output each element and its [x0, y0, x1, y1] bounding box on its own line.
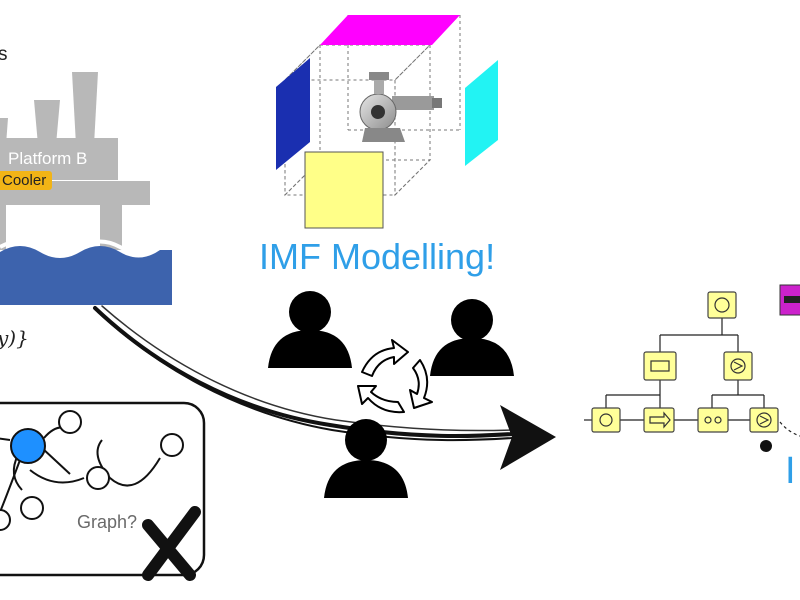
top-left-fragment-text: s	[0, 44, 8, 65]
platform-label: Platform B	[8, 149, 88, 168]
ocean-water	[0, 246, 172, 305]
imf-block	[643, 407, 675, 433]
offshore-platform-icon	[0, 72, 172, 305]
person-icon	[324, 419, 408, 498]
person-icon	[430, 299, 514, 376]
graph-question-label: Graph?	[77, 512, 138, 532]
imf-block	[707, 291, 737, 319]
platform-leg	[0, 205, 6, 250]
chimney-shape	[34, 100, 60, 145]
graph-node	[20, 496, 44, 520]
sketch-arrow-icon	[93, 305, 556, 470]
arrow-head	[500, 405, 556, 470]
chimney-shape	[72, 72, 98, 145]
graph-box	[0, 401, 206, 581]
imf-block	[723, 351, 753, 381]
imf-block	[591, 407, 621, 433]
cooler-badge: Cooler	[0, 171, 53, 190]
right-edge-fragment: I	[785, 450, 796, 492]
formula-fragment: y)}	[0, 326, 29, 350]
centrifugal-pump-icon	[359, 72, 442, 142]
imf-block-diagram	[584, 284, 800, 452]
numbered-marker	[760, 440, 772, 452]
imf-block	[749, 407, 779, 433]
platform-leg	[100, 205, 122, 250]
cube-face-blue	[276, 58, 310, 170]
imf-modelling-title: IMF Modelling!	[259, 236, 496, 277]
imf-cube	[276, 15, 498, 229]
recycle-arrows-icon	[357, 339, 433, 414]
cube-face-magenta	[320, 15, 460, 45]
graph-node	[0, 509, 11, 531]
person-icon	[268, 291, 352, 368]
cube-face-cyan	[465, 60, 498, 166]
cube-face-yellow	[304, 151, 384, 229]
graph-node	[86, 466, 110, 490]
cross-mark-icon	[142, 506, 201, 581]
imf-block	[697, 407, 729, 433]
wave-line	[0, 239, 162, 255]
graph-node	[160, 433, 184, 457]
imf-block	[643, 351, 677, 381]
graph-node	[58, 410, 82, 434]
highlight-node	[10, 428, 46, 464]
